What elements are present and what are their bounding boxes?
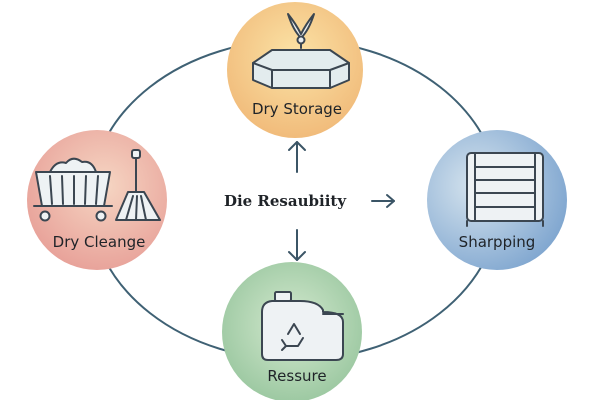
node-dry-storage: Dry Storage (227, 2, 363, 138)
node-sharpping-label: Sharpping (459, 233, 536, 251)
node-ressure-label: Ressure (267, 367, 326, 385)
trash-cart-broom-icon (33, 149, 161, 222)
node-ressure: Ressure (222, 262, 362, 400)
recycle-jug-icon (261, 291, 344, 361)
storage-bin-icon (252, 13, 350, 89)
node-dry-storage-label: Dry Storage (252, 100, 342, 118)
arrow-up (288, 141, 306, 173)
arrow-down (288, 229, 306, 261)
node-dry-cleange-label: Dry Cleange (53, 233, 146, 251)
arrow-right (371, 194, 395, 208)
node-dry-cleange: Dry Cleange (27, 130, 167, 270)
center-label: Die Resaubiity (224, 192, 347, 210)
shelving-rack-icon (466, 152, 544, 227)
node-sharpping: Sharpping (427, 130, 567, 270)
